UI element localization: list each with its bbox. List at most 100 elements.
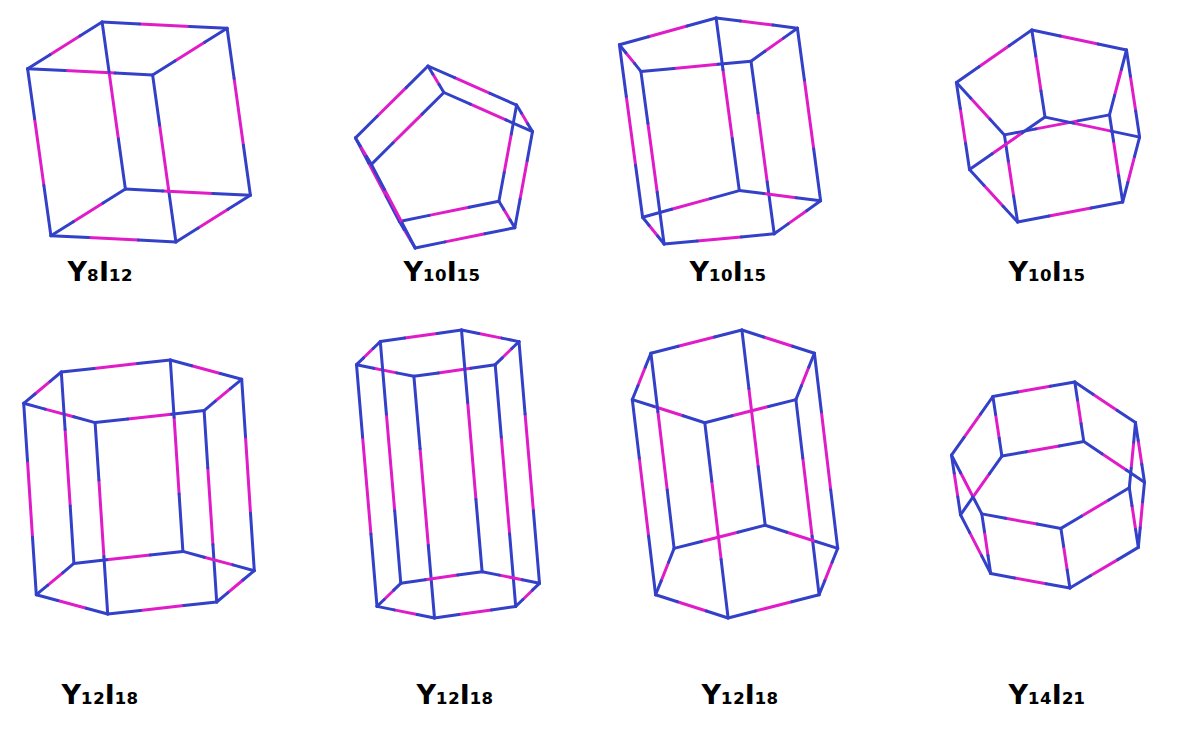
- bond-line: [217, 593, 228, 602]
- bond-line: [807, 201, 821, 211]
- bond-line: [1041, 91, 1045, 117]
- bond-line: [414, 373, 438, 376]
- bond-line: [712, 481, 721, 559]
- bond-line: [1078, 400, 1082, 424]
- bond-line: [491, 606, 515, 610]
- bond-line: [687, 18, 716, 26]
- bond-line: [95, 419, 128, 423]
- bond-line: [1027, 446, 1060, 452]
- bond-line: [1143, 482, 1145, 502]
- bond-line: [816, 542, 838, 549]
- bond-line: [751, 61, 758, 113]
- bond-line: [397, 373, 414, 376]
- bond-line: [619, 45, 626, 97]
- bond-line: [458, 572, 482, 575]
- bond-line: [769, 400, 796, 407]
- bond-line: [784, 28, 798, 38]
- bond-line: [215, 389, 230, 402]
- bond-line: [35, 119, 44, 186]
- bond-line: [801, 367, 808, 386]
- bond-line: [357, 358, 364, 365]
- bond-line: [804, 80, 813, 149]
- formula-label: Y₁₄I₂₁: [1009, 680, 1086, 710]
- bond-line: [51, 222, 73, 236]
- bond-line: [1070, 576, 1091, 588]
- bond-line: [966, 143, 970, 169]
- bond-line: [515, 199, 520, 228]
- bond-line: [1114, 141, 1119, 176]
- bond-line: [184, 602, 217, 606]
- bond-line: [993, 392, 1018, 396]
- bond-line: [28, 461, 33, 538]
- bond-line: [213, 545, 217, 603]
- bond-line: [1036, 56, 1041, 91]
- bond-line: [982, 514, 985, 532]
- bond-line: [814, 353, 821, 412]
- bond-line: [470, 104, 506, 120]
- bond-line: [1138, 441, 1142, 465]
- bond-line: [648, 26, 687, 37]
- bond-line: [150, 551, 183, 555]
- bond-line: [371, 534, 377, 607]
- bond-line: [204, 557, 233, 565]
- bond-line: [993, 397, 996, 415]
- bond-line: [632, 400, 654, 407]
- bond-line: [171, 411, 204, 415]
- bond-line: [1119, 176, 1123, 202]
- bond-line: [792, 595, 819, 602]
- bond-line: [715, 330, 742, 337]
- bond-line: [94, 364, 138, 369]
- bond-line: [406, 66, 428, 88]
- bond-line: [1006, 518, 1038, 524]
- formula-label: Y₁₀I₁₅: [1009, 257, 1086, 287]
- bond-line: [742, 330, 749, 389]
- bond-line: [115, 73, 153, 75]
- bond-line: [506, 120, 533, 132]
- bond-line: [651, 346, 678, 353]
- bond-line: [1008, 161, 1013, 196]
- bond-line: [1131, 442, 1134, 468]
- bond-line: [765, 525, 787, 532]
- bond-line: [649, 225, 658, 236]
- bond-line: [831, 490, 838, 549]
- bond-line: [415, 242, 445, 248]
- bond-line: [204, 411, 208, 468]
- bond-line: [24, 403, 45, 409]
- bond-line: [664, 241, 697, 244]
- bond-line: [50, 372, 61, 381]
- bond-line: [973, 496, 982, 514]
- bond-line: [384, 590, 394, 599]
- bond-line: [638, 367, 645, 386]
- bond-line: [1126, 470, 1144, 482]
- bond-line: [50, 36, 80, 55]
- bond-line: [102, 22, 140, 24]
- bond-line: [495, 365, 501, 438]
- bond-line: [677, 602, 706, 611]
- bond-line: [125, 189, 162, 191]
- bond-line: [1110, 95, 1115, 115]
- bond-line: [678, 337, 714, 346]
- bond-line: [832, 548, 838, 562]
- formula-label: Y₁₀I₁₅: [404, 257, 481, 287]
- bond-line: [982, 556, 991, 574]
- bond-line: [956, 83, 960, 109]
- bond-line: [109, 72, 118, 139]
- bond-line: [510, 534, 516, 607]
- bond-line: [24, 403, 28, 461]
- bond-line: [422, 93, 444, 115]
- bond-line: [961, 497, 973, 515]
- bond-line: [399, 215, 429, 221]
- bond-line: [697, 237, 741, 241]
- bond-line: [716, 18, 723, 70]
- bond-line: [797, 28, 804, 80]
- bond-line: [425, 575, 458, 580]
- bond-line: [360, 146, 366, 157]
- bond-line: [36, 595, 57, 601]
- bond-line: [502, 338, 519, 342]
- bond-line: [641, 71, 648, 123]
- bond-line: [356, 138, 361, 146]
- bond-line: [401, 580, 425, 584]
- bond-line: [70, 506, 74, 563]
- bond-line: [728, 611, 755, 618]
- bond-line: [952, 455, 961, 473]
